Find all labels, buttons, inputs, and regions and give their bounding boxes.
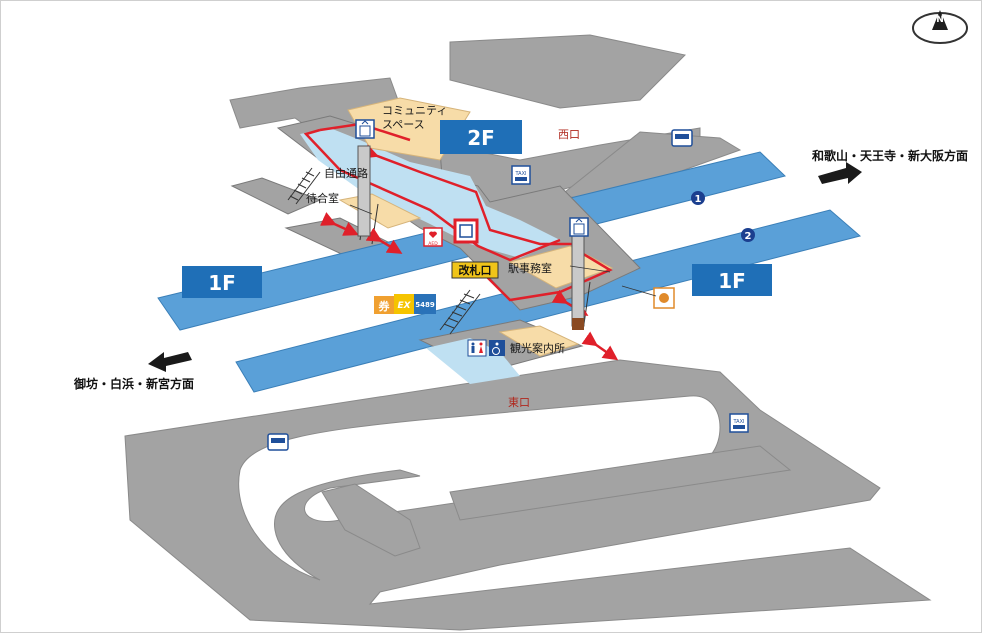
taxi-icon-east: TAXI: [729, 413, 749, 433]
ground-block-west: [230, 177, 322, 215]
direction-arrows: [148, 162, 862, 372]
tourist-info-room: [498, 325, 580, 357]
leader-lines: [349, 204, 657, 297]
label-community-space-2: スペース: [382, 118, 425, 131]
route-east-exit-2: [581, 331, 619, 361]
label-southbound: 御坊・白浜・新宮方面: [73, 376, 194, 391]
floor-label-2f: 2F: [467, 126, 495, 150]
restroom-icon: [467, 339, 487, 357]
bus-icon-east: [267, 433, 289, 451]
elevator-icon-west: [355, 119, 375, 139]
route-2f-south: [362, 144, 580, 246]
floor-badge-1f-right: 1F: [692, 264, 772, 296]
elevator-east-shaft: [571, 235, 585, 327]
label-northbound: 和歌山・天王寺・新大阪方面: [811, 148, 968, 163]
aed-label: AED: [428, 241, 438, 247]
ticket-machine-icon: 券: [374, 296, 394, 314]
route-2f-loop: [303, 128, 561, 262]
label-station-office: 駅事務室: [508, 261, 552, 275]
label-ticket-gate: 改札口: [459, 263, 492, 277]
track-number-2: 2: [745, 231, 752, 242]
floor-badge-2f: 2F: [440, 120, 522, 154]
ic-card-label: 5489: [415, 301, 435, 309]
curve-island: [321, 483, 421, 557]
taxi-label-west: TAXI: [515, 171, 527, 177]
ex-machine-icon: EX: [394, 294, 414, 314]
compass-label: N: [936, 15, 944, 25]
label-west-exit: 西口: [558, 128, 580, 141]
stairs-east: [439, 289, 481, 335]
route-west-exit-1: [320, 212, 359, 236]
taxi-label-east: TAXI: [733, 419, 745, 425]
ticket-gate-badge: 改札口: [451, 261, 499, 279]
stamp-icon: [653, 287, 675, 309]
ground-block-northeast: [449, 34, 687, 109]
elevators: [357, 145, 585, 330]
wheelchair-icon: [489, 340, 505, 356]
floor-label-1f-right: 1F: [718, 269, 746, 293]
labels: コミュニティ スペース 西口 自由通路 待合室 駅事務室 観光案内所 東口 和歌…: [73, 104, 968, 409]
aed-icon: AED: [423, 227, 443, 247]
accessible-route: [303, 122, 619, 361]
route-west-exit-2: [365, 227, 403, 254]
label-tourist-info: 観光案内所: [510, 341, 565, 355]
elevator-east-base: [572, 318, 584, 330]
elevator-west-shaft: [357, 145, 371, 237]
ticket-machine-label: 券: [378, 299, 391, 313]
ic-card-icon: 5489: [414, 294, 436, 314]
label-community-space-1: コミュニティ: [382, 104, 447, 117]
bus-icon-west: [671, 129, 693, 147]
taxi-icon-west: TAXI: [511, 165, 531, 185]
locker-icon: [453, 218, 479, 244]
track-number-1: 1: [695, 194, 702, 205]
elevator-icon-east: [569, 217, 589, 237]
east-concourse-lightblue: [426, 338, 520, 384]
floor-label-1f-left: 1F: [208, 271, 236, 295]
stairs-west: [287, 167, 321, 205]
stairs: [287, 167, 591, 335]
bus-loop: [238, 395, 792, 581]
ex-machine-label: EX: [397, 301, 411, 311]
floor-badge-1f-left: 1F: [182, 266, 262, 298]
icons: TAXI TAXI AED 券 EX 5489: [267, 10, 968, 451]
north-compass-icon: N: [912, 10, 968, 44]
arrow-northbound: [818, 162, 862, 184]
parking-island: [449, 445, 792, 521]
arrow-southbound: [148, 352, 192, 372]
track-numbers: 1 2: [691, 191, 755, 242]
label-free-passage: 自由通路: [324, 166, 368, 180]
label-waiting-room: 待合室: [306, 191, 339, 205]
label-east-exit: 東口: [508, 396, 530, 409]
